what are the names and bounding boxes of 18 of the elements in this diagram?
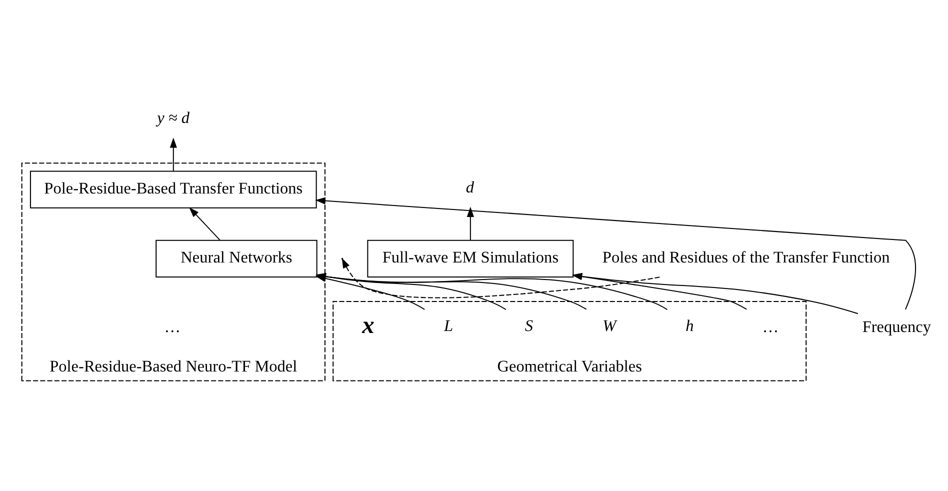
node-text: … (762, 318, 778, 336)
node-text: S (524, 316, 532, 335)
node-box: Pole-Residue-Based Transfer Functions (29, 170, 316, 208)
arrow (466, 206, 474, 240)
node-text: Frequency (862, 318, 930, 336)
node-box: Full-wave EM Simulations (366, 240, 574, 278)
node-box: Neural Networks (155, 240, 317, 278)
node-text: d (465, 178, 474, 196)
arrow (169, 138, 176, 171)
node-text: y ≈ d (156, 109, 190, 128)
node-text: Poles and Residues of the Transfer Function (602, 248, 890, 267)
label: … (164, 318, 180, 336)
node-text: L (443, 316, 453, 335)
node-text: h (685, 316, 694, 335)
arrow (341, 258, 660, 298)
arrow (188, 207, 220, 240)
node-text: W (602, 316, 616, 335)
node-label: x (362, 312, 374, 340)
